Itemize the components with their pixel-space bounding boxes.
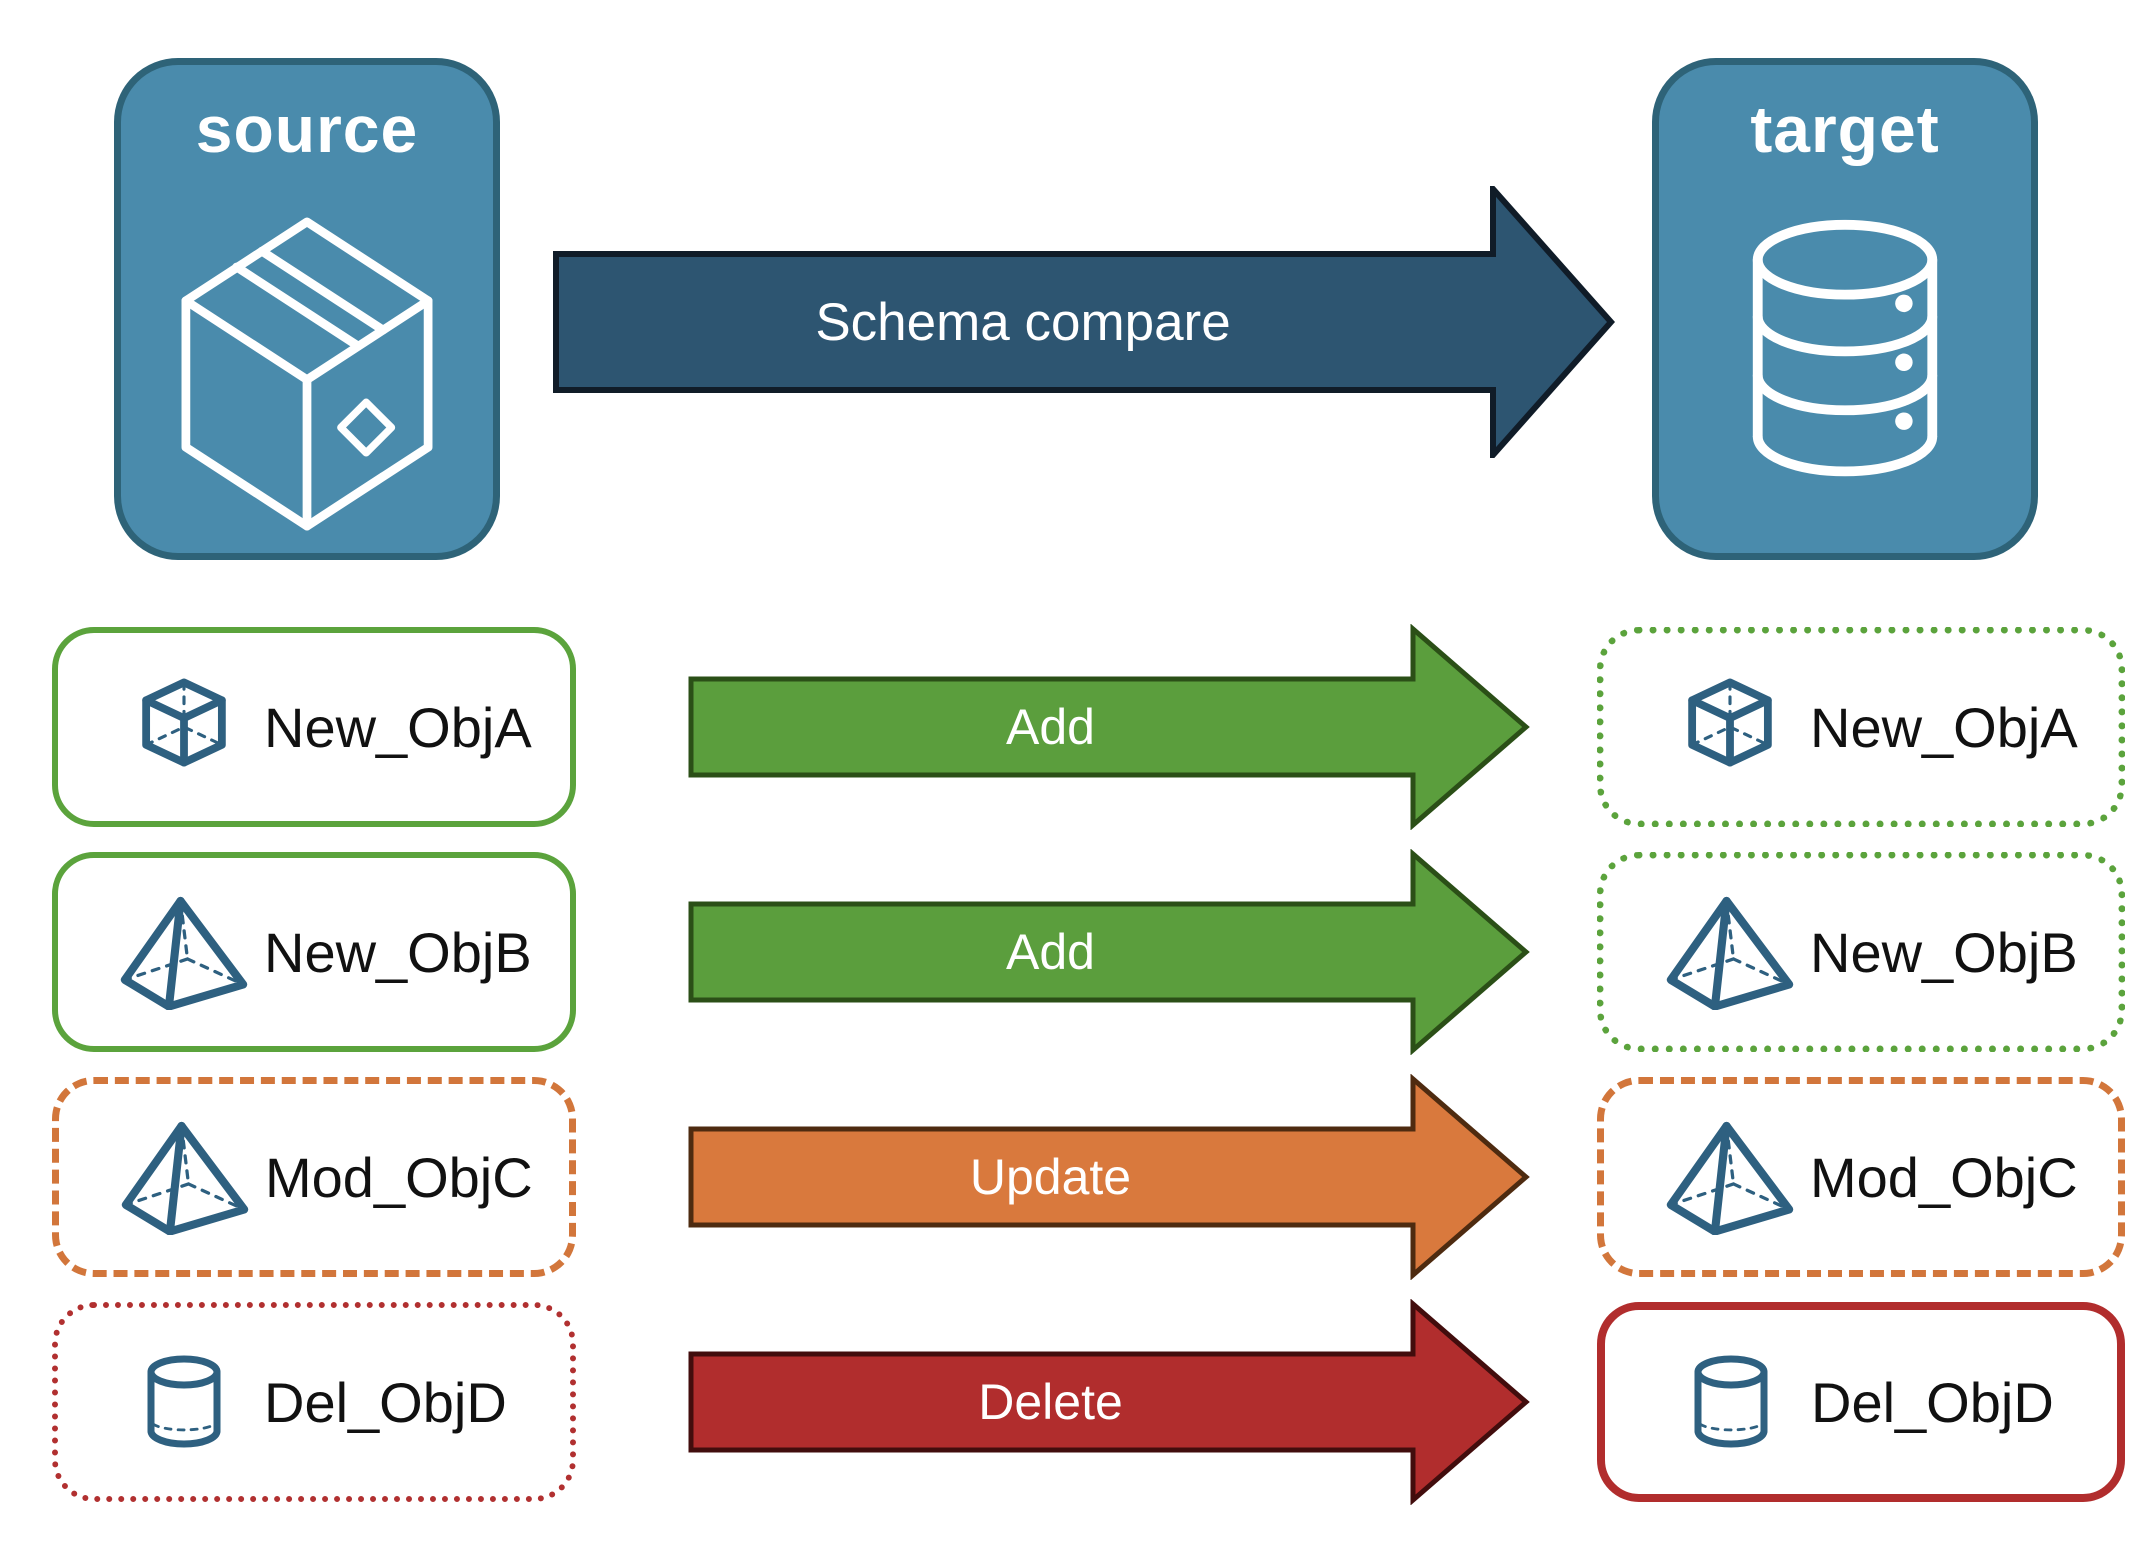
target-object-new-obja: New_ObjA — [1597, 627, 2125, 827]
database-icon — [1752, 219, 1938, 477]
target-panel-title: target — [1750, 92, 1940, 166]
pyramid-icon — [115, 1107, 255, 1247]
pyramid-icon — [114, 882, 254, 1022]
cube-icon — [114, 657, 254, 797]
delete-arrow-label: Delete — [978, 1374, 1123, 1430]
add-arrow-2-label: Add — [1006, 924, 1095, 980]
object-label: New_ObjB — [1810, 920, 2078, 984]
delete-arrow — [688, 1299, 1530, 1505]
db-dot — [1895, 412, 1913, 430]
pyramid-icon — [1660, 1107, 1800, 1247]
add-arrow-1-label: Add — [1006, 699, 1095, 755]
schema-compare-arrow — [553, 186, 1615, 458]
source-panel: source — [114, 58, 500, 560]
pyramid-icon — [1660, 882, 1800, 1022]
db-dot — [1895, 294, 1913, 313]
schema-compare-arrow-label: Schema compare — [815, 292, 1231, 352]
source-object-del-objd: Del_ObjD — [52, 1302, 576, 1502]
update-arrow — [688, 1074, 1530, 1280]
object-label: Del_ObjD — [264, 1370, 507, 1434]
object-label: Mod_ObjC — [1810, 1145, 2078, 1209]
update-arrow-label: Update — [969, 1149, 1132, 1205]
add-arrow-1 — [688, 624, 1530, 830]
object-label: New_ObjA — [1810, 695, 2078, 759]
source-panel-title: source — [195, 92, 419, 166]
cube-icon — [1660, 657, 1800, 797]
cylinder-icon — [1661, 1332, 1801, 1472]
source-object-mod-objc: Mod_ObjC — [52, 1077, 576, 1277]
object-label: Mod_ObjC — [265, 1145, 533, 1209]
db-dot — [1895, 353, 1913, 371]
add-arrow-2 — [688, 849, 1530, 1055]
package-icon — [181, 217, 433, 531]
object-label: New_ObjA — [264, 695, 532, 759]
target-object-new-objb: New_ObjB — [1597, 852, 2125, 1052]
cylinder-icon — [114, 1332, 254, 1472]
source-object-new-objb: New_ObjB — [52, 852, 576, 1052]
target-panel: target — [1652, 58, 2038, 560]
source-object-new-obja: New_ObjA — [52, 627, 576, 827]
target-object-mod-objc: Mod_ObjC — [1597, 1077, 2125, 1277]
object-label: New_ObjB — [264, 920, 532, 984]
target-object-del-objd: Del_ObjD — [1597, 1302, 2125, 1502]
object-label: Del_ObjD — [1811, 1370, 2054, 1434]
